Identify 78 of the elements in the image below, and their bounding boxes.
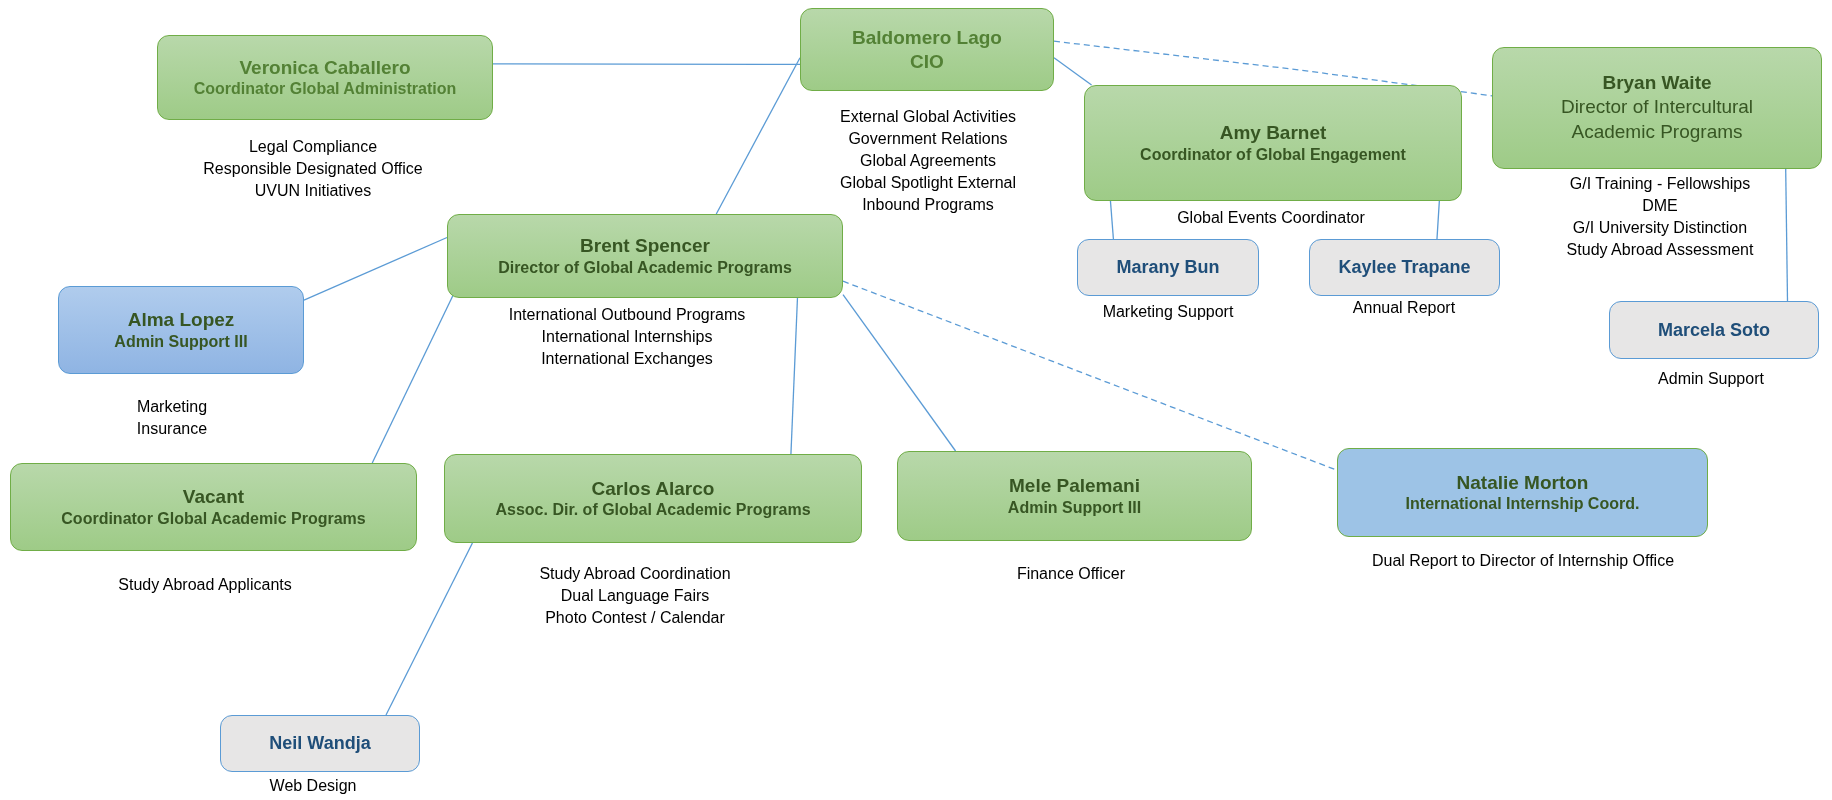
duty-text: Study Abroad Assessment <box>1566 240 1754 260</box>
duty-text: Marketing Support <box>1102 302 1234 322</box>
person-name: Amy Barnet <box>1219 121 1327 145</box>
duty-text: Finance Officer <box>1016 564 1126 584</box>
duty-text: UVUN Initiatives <box>254 181 372 201</box>
duty-text: Insurance <box>136 419 208 439</box>
duty-text: Marketing <box>136 397 208 417</box>
duty-text: Legal Compliance <box>248 137 378 157</box>
duty-text: Study Abroad Coordination <box>539 564 731 584</box>
role-box <box>800 8 1054 91</box>
job-title: Admin Support III <box>114 331 248 352</box>
job-title: CIO <box>910 49 944 74</box>
job-title: International Internship Coord. <box>1405 494 1640 515</box>
name-box <box>1309 239 1500 296</box>
person-name: Alma Lopez <box>127 308 235 332</box>
connector-line <box>842 294 957 452</box>
name-box <box>1609 301 1819 359</box>
person-name: Mele Palemani <box>1009 474 1140 498</box>
duty-text: Admin Support <box>1658 369 1764 389</box>
role-box <box>58 286 304 374</box>
duty-text: International Exchanges <box>541 349 713 369</box>
duty-text: G/I Training - Fellowships <box>1569 174 1751 194</box>
job-title: Admin Support III <box>1007 497 1142 518</box>
role-box <box>1492 47 1822 169</box>
role-box <box>447 214 843 298</box>
connector-line <box>1109 200 1115 240</box>
duty-text: Study Abroad Applicants <box>118 575 292 595</box>
job-title: Coordinator Global Administration <box>193 79 457 100</box>
duty-text: Global Agreements <box>859 151 997 171</box>
role-box <box>444 454 862 543</box>
person-name: Baldomero Lago <box>852 25 1002 50</box>
duty-text: Inbound Programs <box>862 195 994 215</box>
job-title: Coordinator Global Academic Programs <box>61 508 366 529</box>
duty-text: Dual Report to Director of Internship Office <box>1371 551 1675 571</box>
connector-line <box>715 57 801 215</box>
person-name: Vacant <box>182 485 245 509</box>
job-title: Assoc. Dir. of Global Academic Programs <box>495 500 811 521</box>
connector-line <box>1053 57 1093 86</box>
duty-text: Government Relations <box>848 129 1008 149</box>
connector-line <box>385 542 474 716</box>
connector-line <box>1785 168 1789 302</box>
duty-text: Global Spotlight External <box>839 173 1017 193</box>
duty-text: DME <box>1642 196 1678 216</box>
role-box <box>1084 85 1462 201</box>
role-box <box>10 463 417 551</box>
role-box <box>897 451 1252 541</box>
duty-text: External Global Activities <box>839 107 1017 127</box>
connector-line <box>790 297 799 455</box>
name-box <box>1077 239 1259 296</box>
person-name: Carlos Alarco <box>591 476 715 501</box>
person-name: Veronica Caballero <box>239 55 411 80</box>
duty-text: Dual Language Fairs <box>560 586 710 606</box>
duty-text: Global Events Coordinator <box>1177 208 1365 228</box>
person-name: Marany Bun <box>1116 256 1220 279</box>
duty-text: International Outbound Programs <box>508 305 746 325</box>
person-name: Neil Wandja <box>269 732 371 755</box>
role-box <box>157 35 493 120</box>
role-box <box>1337 448 1708 537</box>
connector-line <box>371 294 454 464</box>
person-name: Marcela Soto <box>1657 318 1770 342</box>
job-title: Coordinator of Global Engagement <box>1140 144 1406 165</box>
duty-text: Photo Contest / Calendar <box>545 608 725 628</box>
person-name: Kaylee Trapane <box>1338 256 1471 279</box>
duty-text: International Internships <box>541 327 713 347</box>
connector-line <box>303 236 448 301</box>
duty-text: G/I University Distinction <box>1572 218 1748 238</box>
duty-text: Web Design <box>269 776 357 796</box>
connector-line <box>492 63 801 66</box>
dashed-connector <box>1053 40 1493 97</box>
duty-text: Responsible Designated Office <box>203 159 423 179</box>
duty-text: Annual Report <box>1352 298 1456 318</box>
name-box <box>220 715 420 772</box>
person-name: Brent Spencer <box>580 234 710 258</box>
connector-line <box>1436 200 1440 240</box>
job-title: Director of Global Academic Programs <box>498 257 792 278</box>
person-name: Bryan Waite <box>1602 71 1712 96</box>
job-title: Director of Intercultural Academic Programs <box>1559 95 1755 144</box>
person-name: Natalie Morton <box>1456 470 1589 495</box>
